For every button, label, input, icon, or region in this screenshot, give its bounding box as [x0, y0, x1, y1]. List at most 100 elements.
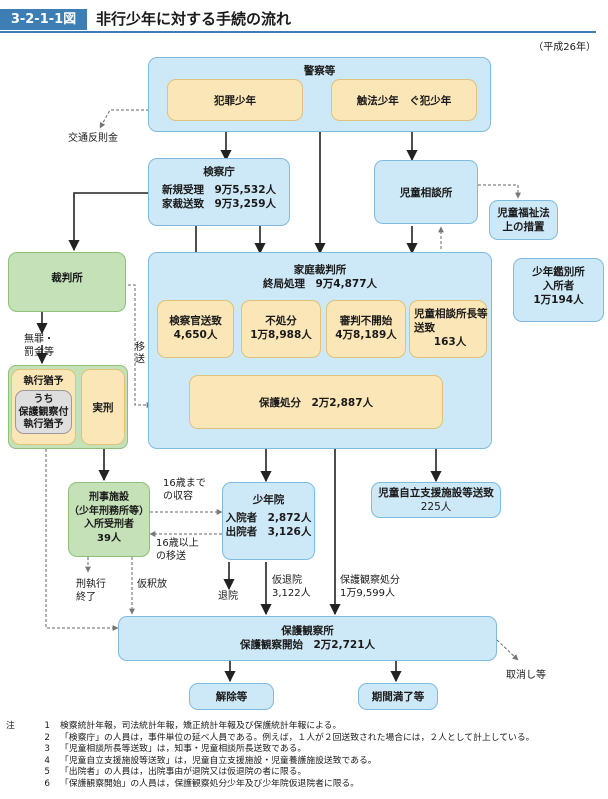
- figure-year: （平成26年）: [533, 42, 596, 53]
- over-16-line-1: 16歳以上: [156, 538, 199, 549]
- note-text: 検察統計年報，司法統計年報，矯正統計年報及び保護統計年報による。: [60, 721, 342, 731]
- police-label: 警察等: [303, 65, 336, 77]
- note-text: 「児童相談所長等送致」は，知事・児童相談所長送致である。: [60, 744, 307, 755]
- court-box: 裁判所: [8, 252, 126, 312]
- hearing-not-commenced-label: 審判不開始: [339, 315, 393, 327]
- note-number: 4: [44, 755, 50, 766]
- cgc-referral-sub: 送致: [414, 322, 435, 334]
- penal-institution-inmates-value: 39人: [97, 532, 121, 544]
- probation-start-value: 保護観察開始 2万2,721人: [239, 639, 376, 651]
- note-text: 「出院者」の人員は，出院事由が退院又は仮退院の者に限る。: [60, 767, 307, 778]
- suspended-sentence-label: 執行猶予: [23, 376, 64, 387]
- acquittal-fine-label: 無罪・ 罰金等: [24, 333, 54, 359]
- probation-office-box: 保護観察所 保護観察開始 2万2,721人: [118, 616, 497, 661]
- classification-home-box: 少年鑑別所 入所者 1万194人: [513, 258, 604, 322]
- new-receipt-value: 9万5,532人: [214, 184, 277, 196]
- cgc-referral-label: 児童相談所長等: [414, 308, 488, 320]
- penal-institution-box: 刑事施設 （少年刑務所等） 入所受刑者 39人: [68, 482, 150, 557]
- hearing-not-commenced-value: 4万8,189人: [335, 329, 397, 341]
- classification-home-title: 少年鑑別所: [532, 266, 585, 278]
- over-16-line-2: の移送: [156, 551, 186, 562]
- acquittal-line-2: 罰金等: [24, 347, 54, 358]
- training-school-title: 少年院: [252, 494, 285, 506]
- no-disposition-box: 不処分 1万8,988人: [241, 300, 321, 358]
- probation-office-title: 保護観察所: [281, 625, 334, 637]
- sentence-completion-label: 刑執行 終了: [76, 578, 106, 604]
- under-16-label: 16歳まで の収容: [163, 477, 206, 503]
- classification-home-sub: 入所者: [542, 280, 575, 292]
- family-court-referral-label: 家裁送致: [161, 198, 204, 210]
- prosecutor-title: 検察庁: [203, 166, 235, 178]
- discharge-box: 解除等: [189, 683, 274, 710]
- child-guidance-center-box: 児童相談所: [374, 160, 478, 224]
- under-16-line-2: の収容: [163, 491, 193, 502]
- note-text: 「保護観察開始」の人員は，保護観察処分少年及び少年院仮退院者に限る。: [60, 778, 360, 789]
- parole-label: 仮釈放: [137, 579, 167, 590]
- provisional-release-label: 仮退院 3,122人: [272, 574, 311, 600]
- sentence-completion-line-2: 終了: [76, 592, 96, 603]
- penal-institution-sub: （少年刑務所等）: [69, 505, 149, 517]
- prosecutor-referral-value: 4,650人: [173, 329, 218, 341]
- provisional-release-line-1: 仮退院: [272, 575, 302, 586]
- prosecutor-box: 検察庁 新規受理 9万5,532人 家裁送致 9万3,259人: [148, 158, 290, 226]
- family-court-title: 家庭裁判所: [293, 264, 347, 276]
- figure-title: 非行少年に対する手続の流れ: [96, 10, 292, 28]
- family-court-final-disposition: 終局処理 9万4,877人: [262, 278, 378, 290]
- note-number: 2: [44, 732, 50, 743]
- juvenile-training-school-box: 少年院 入院者 2,872人 出院者 3,126人: [222, 482, 315, 560]
- notes-label: 注: [6, 721, 15, 731]
- header-rule: [0, 31, 596, 33]
- probation-disposition-line-1: 保護観察処分: [340, 575, 400, 586]
- child-welfare-line-1: 児童福祉法: [497, 207, 550, 219]
- discharges-label: 出院者: [225, 526, 258, 538]
- probation-disposition-label: 保護観察処分 1万9,599人: [340, 574, 400, 600]
- prosecutor-referral-box: 検察官送致 4,650人: [157, 300, 234, 358]
- note-text: 「児童自立支援施設等送致」は，児童自立支援施設・児童養護施設送致である。: [60, 755, 377, 766]
- prosecutor-referral-label: 検察官送致: [169, 315, 222, 327]
- under-16-line-1: 16歳まで: [163, 478, 206, 489]
- law-breaking-juvenile-box: 触法少年 ぐ犯少年: [331, 79, 477, 121]
- note-number: 3: [44, 744, 50, 755]
- hearing-not-commenced-box: 審判不開始 4万8,189人: [326, 300, 406, 358]
- susp-prob-line-1: うち: [33, 394, 54, 405]
- note-number: 1: [44, 721, 50, 731]
- arrow-prosecutor-to-court: [68, 192, 154, 252]
- support-facility-title: 児童自立支援施設等送致: [378, 487, 494, 499]
- acquittal-line-1: 無罪・: [24, 334, 54, 345]
- discharges-value: 3,126人: [267, 526, 312, 538]
- penal-institution-title: 刑事施設: [89, 492, 129, 503]
- child-welfare-line-2: 上の措置: [502, 221, 545, 233]
- crime-juvenile-box: 犯罪少年: [167, 79, 303, 121]
- notes: 注 1 検察統計年報，司法統計年報，矯正統計年報及び保護統計年報による。 2 「検察庁…: [6, 721, 602, 791]
- suspended-with-probation-box: うち 保護観察付 執行猶予: [15, 390, 72, 434]
- protective-measure-box: 保護処分 2万2,887人: [189, 375, 443, 429]
- imprisonment-box: 実刑: [81, 369, 125, 445]
- child-welfare-measure-box: 児童福祉法 上の措置: [489, 200, 558, 240]
- support-facility-value: 225人: [420, 501, 452, 513]
- cgc-referral-value: 163人: [433, 336, 467, 348]
- traffic-fine-label: 交通反則金: [68, 133, 118, 144]
- family-court-referral-value: 9万3,259人: [214, 198, 277, 210]
- new-receipt-label: 新規受理: [161, 184, 204, 196]
- support-facility-box: 児童自立支援施設等送致 225人: [371, 482, 501, 518]
- figure-number-badge: 3-2-1-1図: [0, 9, 87, 30]
- provisional-release-value: 3,122人: [272, 588, 311, 599]
- no-disposition-label: 不処分: [265, 315, 297, 327]
- sentence-completion-line-1: 刑執行: [76, 579, 106, 590]
- susp-prob-line-2: 保護観察付: [18, 406, 69, 418]
- note-number: 6: [44, 778, 50, 789]
- cgc-referral-box: 児童相談所長等 送致 163人: [409, 300, 488, 358]
- admissions-label: 入院者: [225, 512, 258, 524]
- note-number: 5: [44, 767, 50, 778]
- probation-disposition-value: 1万9,599人: [340, 588, 395, 599]
- term-expiry-box: 期間満了等: [358, 683, 438, 710]
- note-text: 「検察庁」の人員は，事件単位の延べ人員である。例えば，１人が２回送致された場合に…: [60, 732, 535, 743]
- susp-prob-line-3: 執行猶予: [23, 419, 64, 430]
- release-label: 退院: [218, 591, 238, 602]
- revocation-label: 取消し等: [506, 670, 546, 681]
- no-disposition-value: 1万8,988人: [250, 329, 312, 341]
- classification-home-value: 1万194人: [533, 294, 584, 306]
- admissions-value: 2,872人: [267, 512, 312, 524]
- penal-institution-inmates-label: 入所受刑者: [84, 519, 134, 530]
- transfer-label: 移送: [135, 342, 145, 365]
